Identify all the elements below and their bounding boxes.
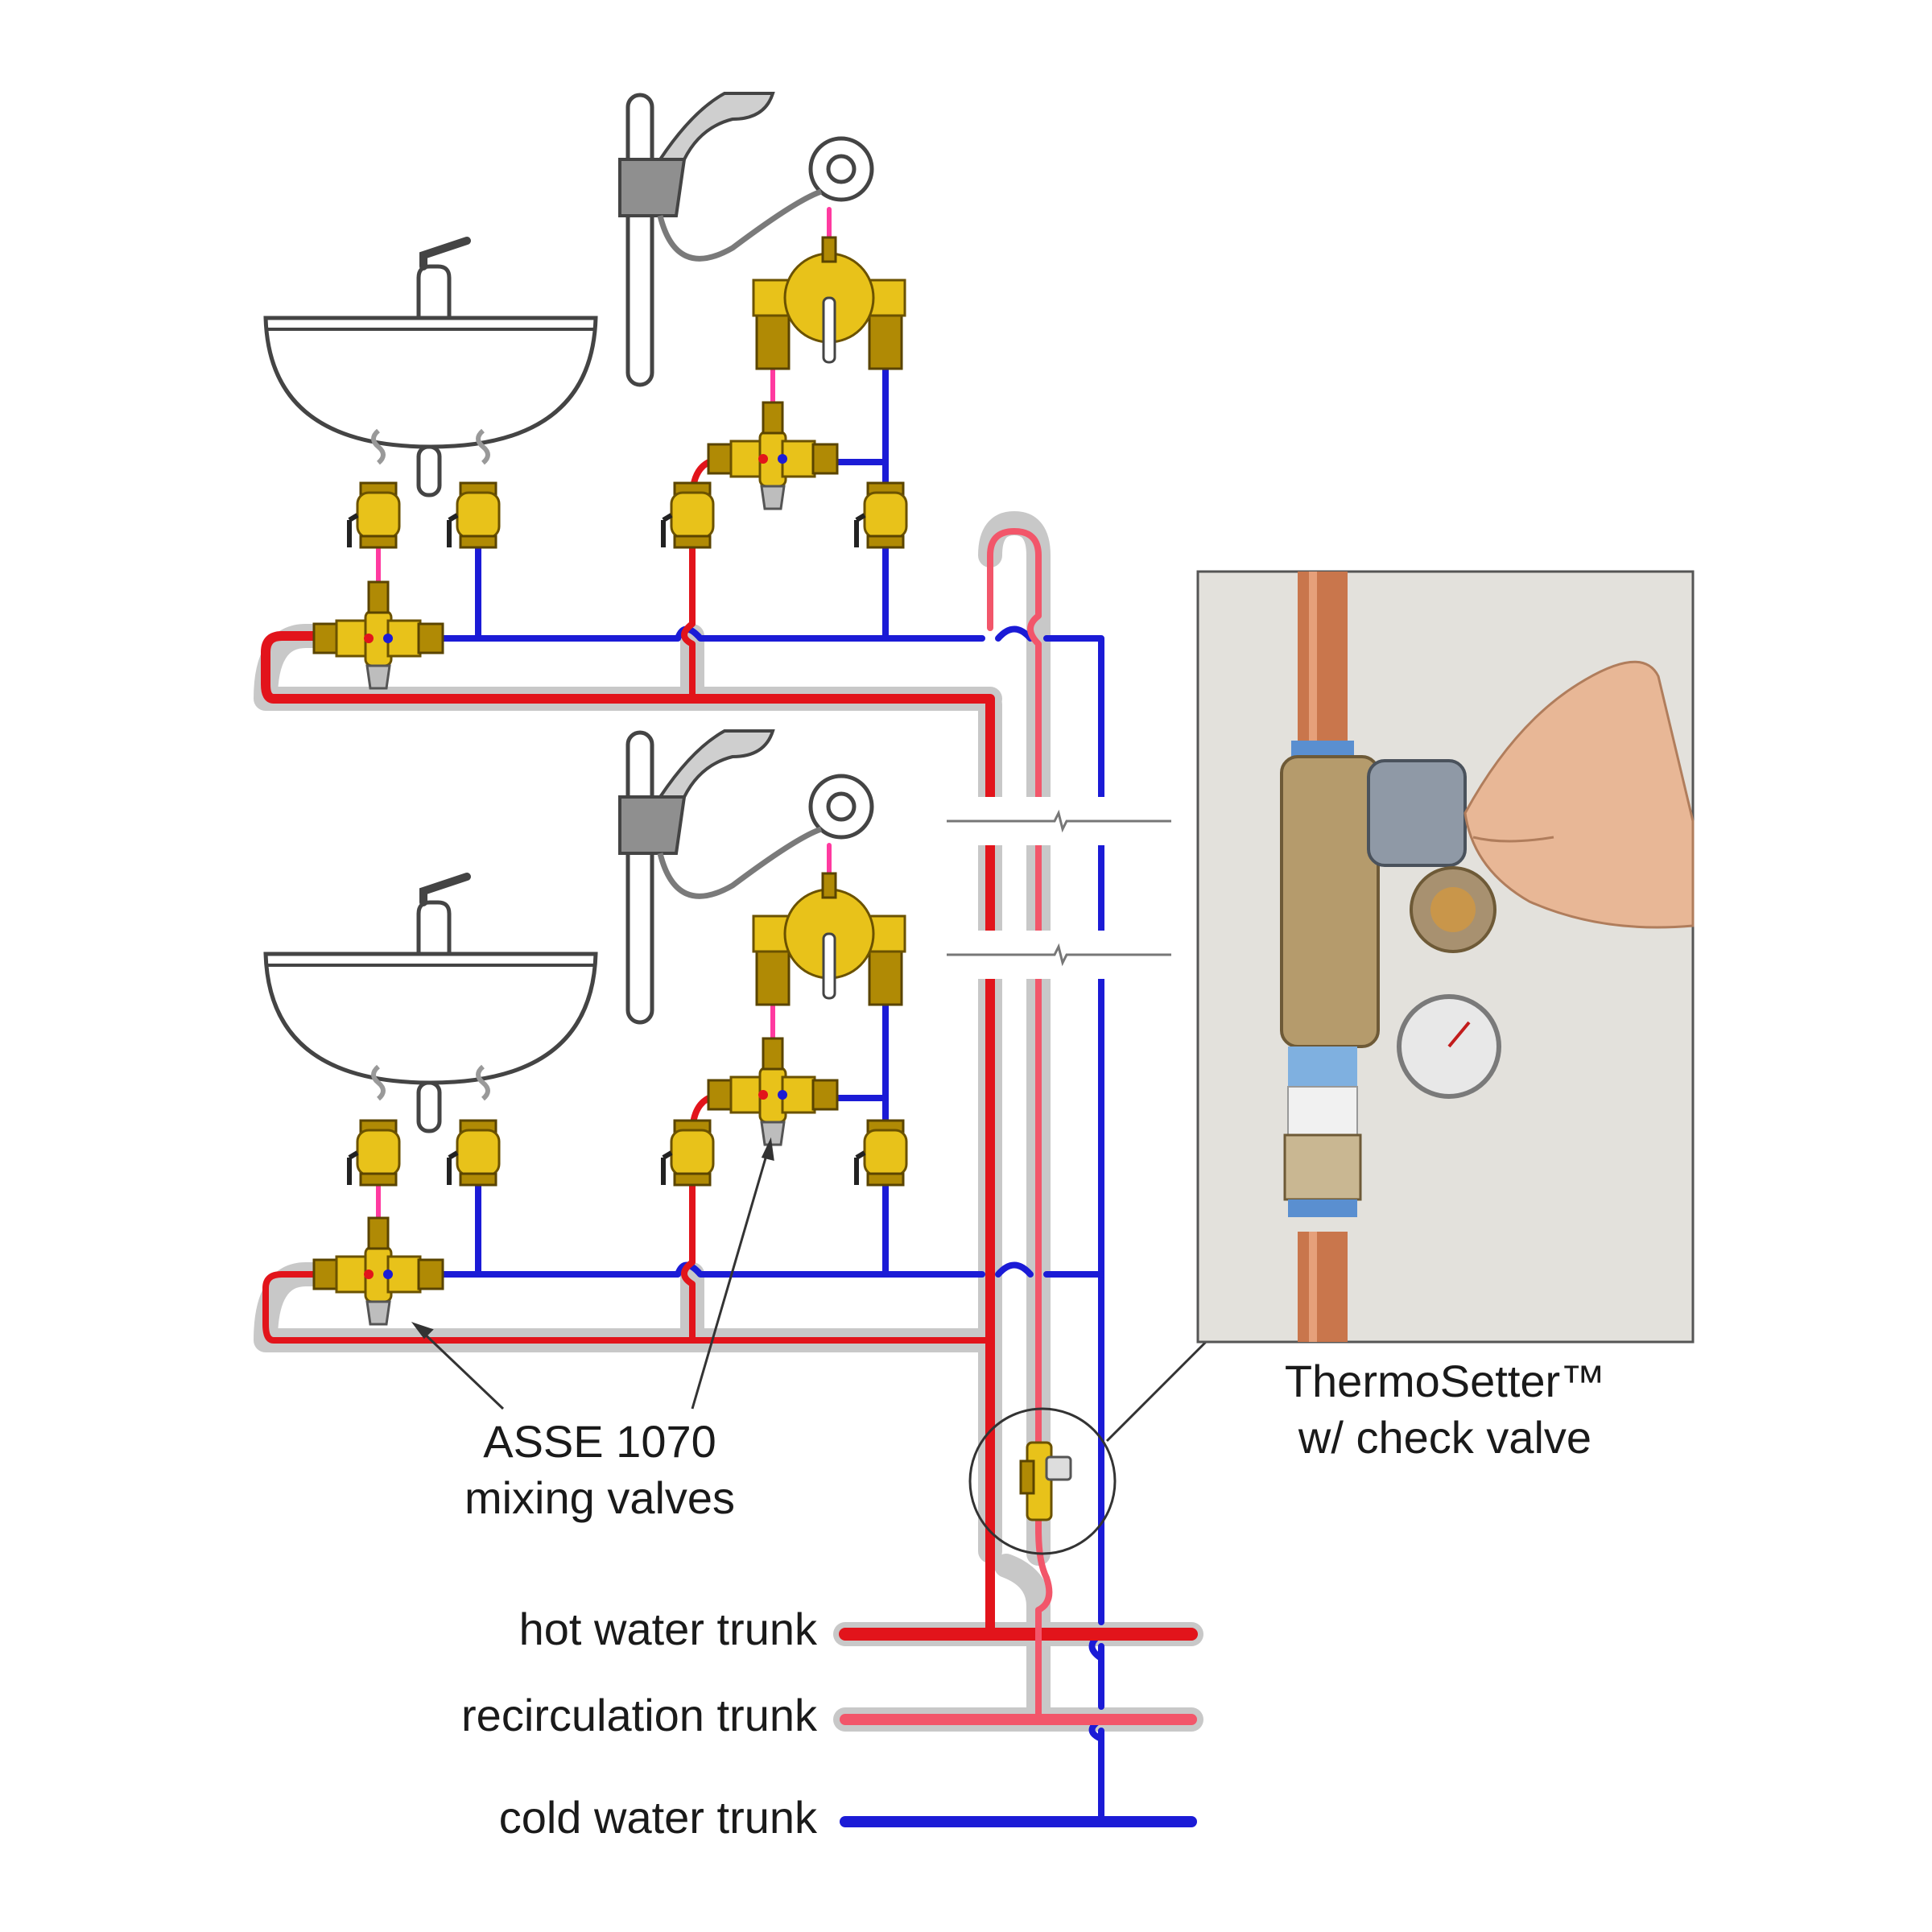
lower-floor-fixtures xyxy=(266,731,906,1326)
cold-trunk-label: cold water trunk xyxy=(499,1792,818,1843)
ball-valve-icon xyxy=(349,483,399,547)
mixing-valve-pointers xyxy=(411,1137,774,1410)
mixing-valve-icon xyxy=(707,401,839,510)
mixing-valve-icon xyxy=(312,1216,444,1326)
ball-valve-icon xyxy=(663,483,713,547)
ball-valve-icon xyxy=(857,483,906,547)
thermosetter-label-line2: w/ check valve xyxy=(1298,1412,1591,1463)
thermosetter-callout xyxy=(968,570,1695,1555)
ball-valve-icon xyxy=(349,1121,399,1185)
labels: ASSE 1070 mixing valves ThermoSetter™ w/… xyxy=(461,1356,1605,1843)
pipe-network xyxy=(254,207,1203,1827)
recirc-trunk-label: recirculation trunk xyxy=(461,1690,818,1740)
hot-trunk-label: hot water trunk xyxy=(519,1604,818,1654)
sink-icon xyxy=(266,241,596,495)
mixing-valves-label-line1: ASSE 1070 xyxy=(483,1416,716,1467)
shower-mixing-valve-icon xyxy=(752,872,906,1006)
sink-icon xyxy=(266,877,596,1131)
thermosetter-valve-icon xyxy=(1019,1441,1072,1521)
ball-valve-icon xyxy=(449,483,499,547)
upper-floor-fixtures xyxy=(266,93,906,690)
mixing-valves-label-line2: mixing valves xyxy=(464,1472,735,1523)
mixing-valve-icon xyxy=(707,1037,839,1146)
ball-valve-icon xyxy=(857,1121,906,1185)
shower-mixing-valve-icon xyxy=(752,236,906,370)
ball-valve-icon xyxy=(449,1121,499,1185)
mixing-valve-icon xyxy=(312,580,444,690)
ball-valve-icon xyxy=(663,1121,713,1185)
thermosetter-label-line1: ThermoSetter™ xyxy=(1285,1356,1605,1406)
thermosetter-photo xyxy=(1196,570,1695,1344)
